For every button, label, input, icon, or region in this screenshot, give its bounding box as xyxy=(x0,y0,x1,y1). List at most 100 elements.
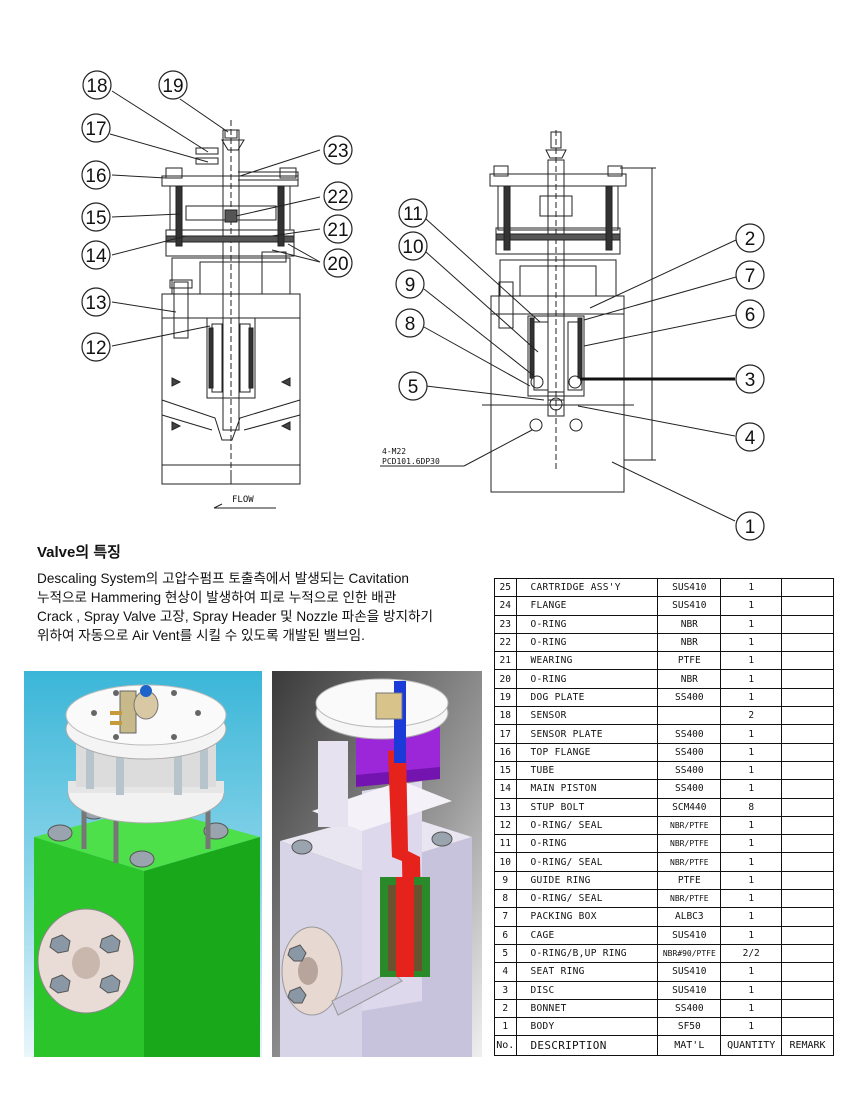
bom-cell-description: MAIN PISTON xyxy=(515,779,659,799)
bom-cell-material: SUS410 xyxy=(657,962,722,982)
callout-5: 5 xyxy=(408,377,419,398)
bom-cell-description: DISC xyxy=(515,980,659,1000)
bom-cell-description: O-RING xyxy=(515,834,659,854)
bom-cell-material: NBR xyxy=(657,669,722,689)
bom-cell-remark xyxy=(781,669,834,689)
bom-cell-material: SUS410 xyxy=(657,577,722,598)
bom-cell-material: PTFE xyxy=(657,651,722,671)
bom-cell-remark xyxy=(781,724,834,744)
bom-cell-quantity: 1 xyxy=(720,980,783,1000)
callout-22: 22 xyxy=(327,187,348,208)
bom-cell-quantity: 1 xyxy=(720,925,783,945)
bolt-note-line2: PCD101.6DP30 xyxy=(382,457,440,466)
bom-cell-material: ALBC3 xyxy=(657,907,722,927)
right-outline-drawing: 4-M22 PCD101.6DP30 11 2 10 7 9 6 8 3 xyxy=(380,130,765,541)
bom-cell-material: SS400 xyxy=(657,760,722,781)
bom-cell-remark xyxy=(781,907,834,927)
bom-cell-remark xyxy=(781,962,834,982)
callout-19: 19 xyxy=(162,76,183,97)
bom-cell-remark xyxy=(781,651,834,671)
bom-cell-no: 22 xyxy=(494,632,517,653)
bom-cell-no: 9 xyxy=(494,870,517,891)
bom-cell-remark xyxy=(781,760,834,781)
bom-cell-quantity: 1 xyxy=(720,651,783,671)
bom-cell-quantity: 1 xyxy=(720,834,783,854)
bom-cell-material: NBR/PTFE xyxy=(657,852,722,872)
bom-cell-material: SS400 xyxy=(657,687,722,708)
callout-3: 3 xyxy=(745,370,756,391)
bom-cell-remark xyxy=(781,925,834,945)
bom-cell-quantity: 1 xyxy=(720,1017,783,1037)
bom-cell-description: O-RING xyxy=(515,632,659,653)
bom-cell-quantity: 1 xyxy=(720,779,783,799)
valve-3d-render-cutaway xyxy=(272,671,482,1057)
callout-12: 12 xyxy=(85,338,106,359)
callout-4: 4 xyxy=(745,428,756,449)
bom-cell-remark xyxy=(781,779,834,799)
callout-1: 1 xyxy=(745,517,756,538)
bom-cell-remark xyxy=(781,870,834,891)
bom-cell-quantity: 2/2 xyxy=(720,943,783,964)
bom-cell-quantity: 1 xyxy=(720,760,783,781)
bom-cell-description: O-RING/ SEAL xyxy=(515,889,659,909)
bom-header-quantity: QUANTITY xyxy=(720,1035,783,1057)
bom-cell-quantity: 1 xyxy=(720,724,783,744)
callout-15: 15 xyxy=(85,208,106,229)
bom-cell-material: SUS410 xyxy=(657,980,722,1000)
bom-cell-no: 23 xyxy=(494,614,517,634)
bom-cell-description: SEAT RING xyxy=(515,962,659,982)
bom-cell-remark xyxy=(781,614,834,634)
bom-cell-material: SS400 xyxy=(657,998,722,1019)
bom-cell-no: 19 xyxy=(494,687,517,708)
bom-cell-no: 2 xyxy=(494,998,517,1019)
bom-cell-material: SUS410 xyxy=(657,596,722,616)
bom-cell-no: 8 xyxy=(494,889,517,909)
bom-cell-quantity: 1 xyxy=(720,852,783,872)
bom-cell-description: TOP FLANGE xyxy=(515,742,659,762)
bolt-note-line1: 4-M22 xyxy=(382,447,406,456)
bom-cell-material: SCM440 xyxy=(657,797,722,817)
bom-cell-material: SF50 xyxy=(657,1017,722,1037)
bom-cell-no: 14 xyxy=(494,779,517,799)
bom-cell-remark xyxy=(781,943,834,964)
bom-cell-remark xyxy=(781,687,834,708)
bom-cell-remark xyxy=(781,596,834,616)
bom-cell-material: NBR xyxy=(657,632,722,653)
bom-cell-no: 17 xyxy=(494,724,517,744)
bom-cell-remark xyxy=(781,815,834,836)
feature-desc-line: 위하여 자동으로 Air Vent를 시킬 수 있도록 개발된 밸브임. xyxy=(37,628,365,643)
bom-cell-quantity: 1 xyxy=(720,687,783,708)
callout-23: 23 xyxy=(327,141,348,162)
bom-cell-material: NBR#90/PTFE xyxy=(657,943,722,964)
bom-cell-no: 3 xyxy=(494,980,517,1000)
left-section-drawing: 18 19 17 23 16 22 15 21 14 20 13 12 FLOW xyxy=(81,70,353,509)
bom-cell-description: O-RING/ SEAL xyxy=(515,815,659,836)
valve-3d-render-exterior xyxy=(24,671,262,1057)
bom-cell-description: O-RING/B,UP RING xyxy=(515,943,659,964)
feature-desc-line: Descaling System의 고압수펌프 토출측에서 발생되는 Cavit… xyxy=(37,571,409,586)
bom-cell-material: SS400 xyxy=(657,724,722,744)
bom-cell-remark xyxy=(781,577,834,598)
bom-cell-quantity: 1 xyxy=(720,870,783,891)
feature-desc-line: Crack , Spray Valve 고장, Spray Header 및 N… xyxy=(37,609,434,624)
bom-cell-description: BODY xyxy=(515,1017,659,1037)
bom-cell-no: 7 xyxy=(494,907,517,927)
bom-cell-material xyxy=(657,706,722,726)
callout-11: 11 xyxy=(403,204,423,225)
bom-cell-description: O-RING/ SEAL xyxy=(515,852,659,872)
flow-label: FLOW xyxy=(232,495,254,505)
bom-cell-description: CAGE xyxy=(515,925,659,945)
bom-cell-remark xyxy=(781,998,834,1019)
